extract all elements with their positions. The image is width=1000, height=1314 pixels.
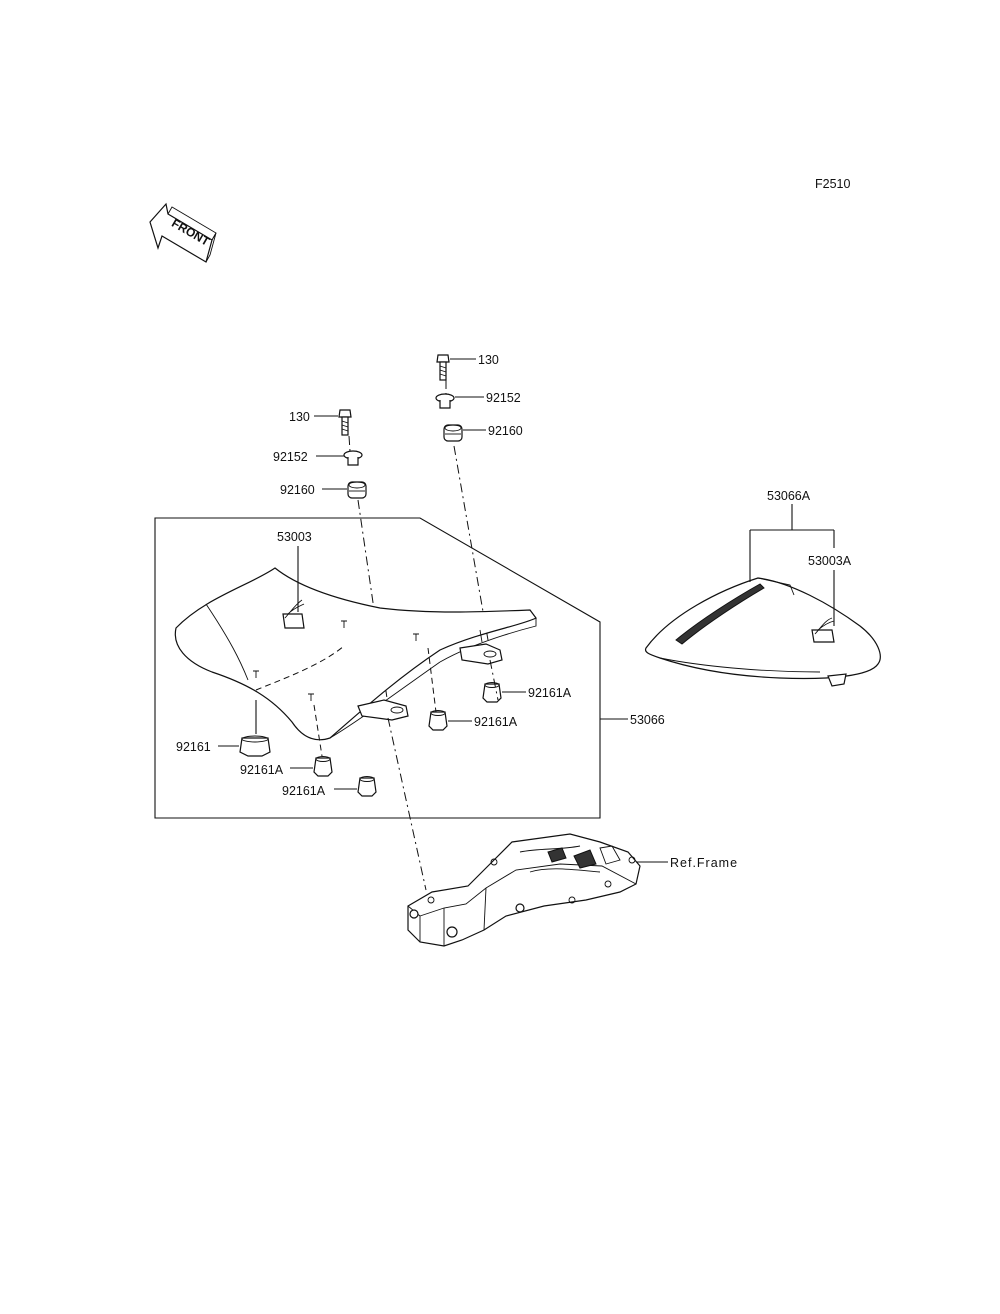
label-seat-assy-53066: 53066 bbox=[630, 713, 665, 727]
label-washer-92152-left: 92152 bbox=[273, 450, 308, 464]
label-seat-rear-assy-53066a: 53066A bbox=[767, 489, 811, 503]
label-damper-92160-right: 92160 bbox=[488, 424, 523, 438]
label-seat-rear-53003a: 53003A bbox=[808, 554, 852, 568]
label-damper-92161a-4: 92161A bbox=[282, 784, 326, 798]
frame-reference bbox=[407, 833, 641, 947]
label-seat-front-53003: 53003 bbox=[277, 530, 312, 544]
damper-92161a-4 bbox=[357, 776, 377, 797]
damper-92160-right bbox=[443, 424, 463, 442]
label-ref-frame: Ref.Frame bbox=[670, 856, 738, 870]
washer-92152-left bbox=[343, 450, 363, 466]
assembly-bracket-53066 bbox=[154, 517, 601, 819]
bolt-130-right bbox=[436, 354, 450, 381]
damper-92161a-3 bbox=[313, 756, 333, 777]
figure-code: F2510 bbox=[815, 177, 850, 191]
label-washer-92152-right: 92152 bbox=[486, 391, 521, 405]
front-arrow-icon: FRONT bbox=[149, 202, 217, 263]
label-damper-92161a-2: 92161A bbox=[474, 715, 518, 729]
damper-92161 bbox=[239, 735, 271, 757]
damper-92161a-1 bbox=[482, 682, 502, 703]
label-damper-92160-left: 92160 bbox=[280, 483, 315, 497]
damper-92160-left bbox=[347, 481, 367, 499]
bolt-130-left bbox=[338, 409, 352, 436]
label-damper-92161: 92161 bbox=[176, 740, 211, 754]
damper-92161a-2 bbox=[428, 710, 448, 731]
front-seat-53003 bbox=[174, 567, 537, 741]
washer-92152-right bbox=[435, 393, 455, 409]
rear-seat-cowl-53003a bbox=[644, 577, 881, 687]
label-bolt-130-right: 130 bbox=[478, 353, 499, 367]
label-bolt-130-left: 130 bbox=[289, 410, 310, 424]
label-damper-92161a-1: 92161A bbox=[528, 686, 572, 700]
label-damper-92161a-3: 92161A bbox=[240, 763, 284, 777]
